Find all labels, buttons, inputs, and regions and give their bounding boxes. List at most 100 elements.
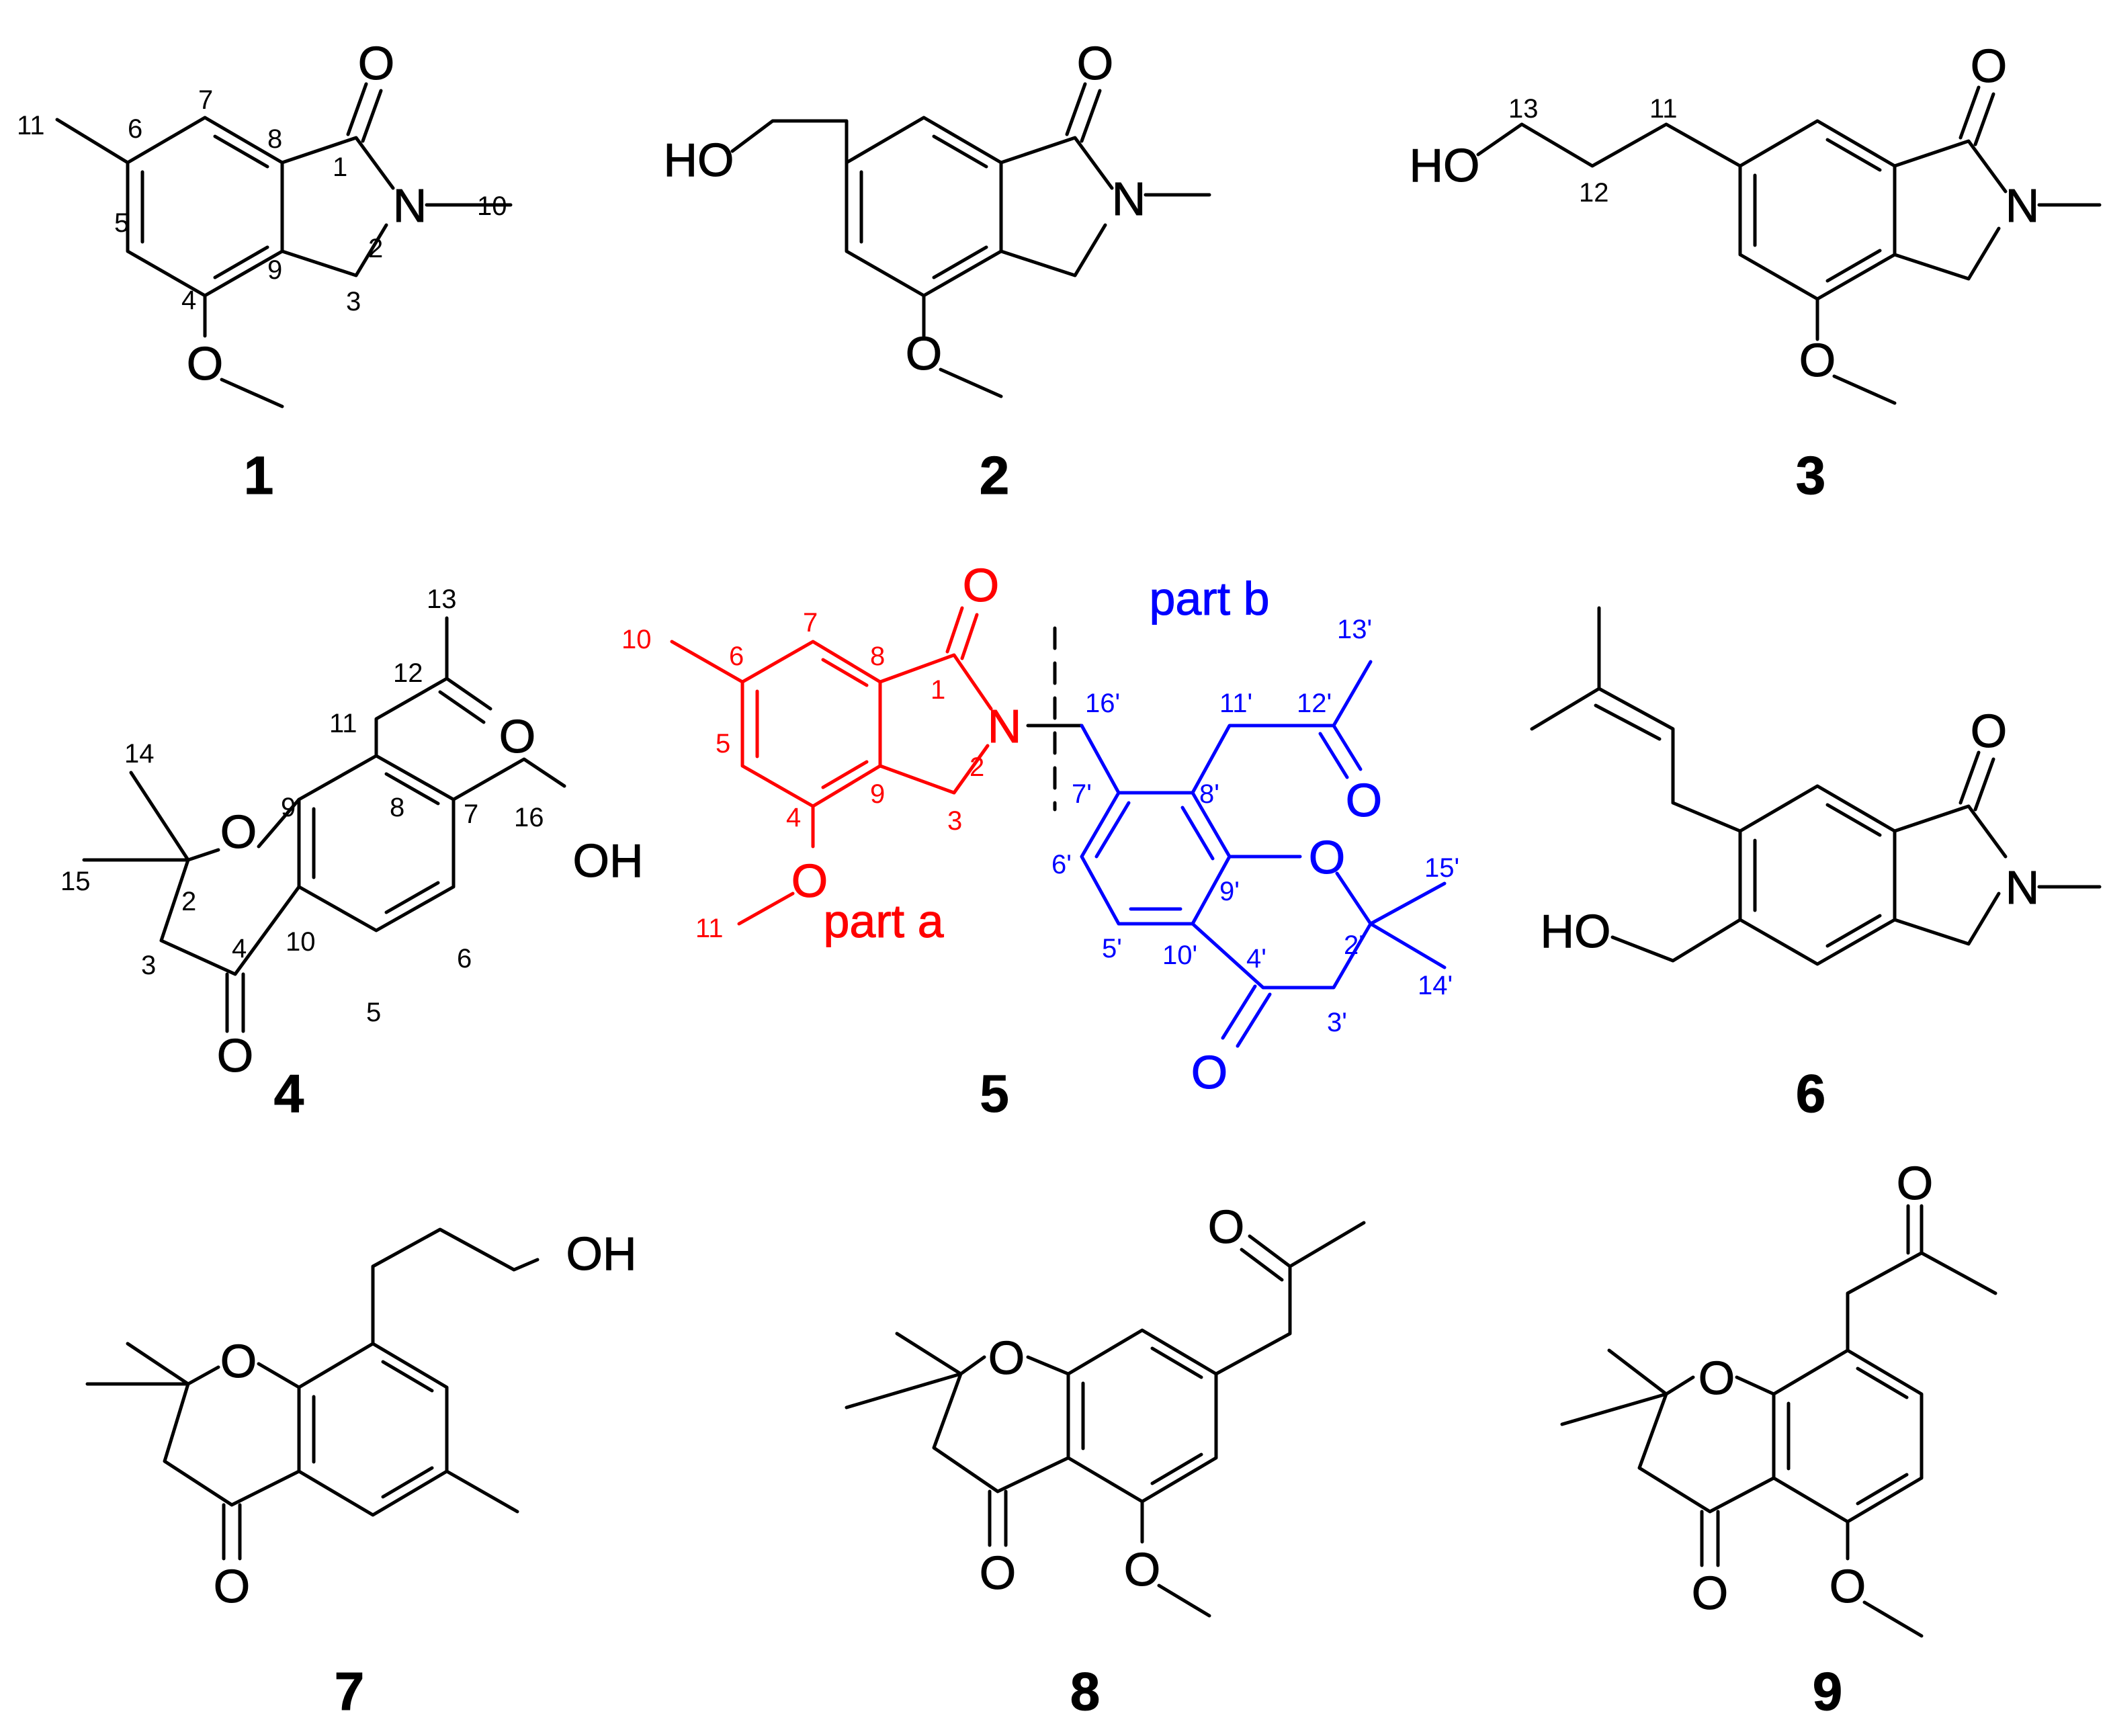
atom-OH: HO — [1541, 905, 1611, 957]
locant: 4 — [181, 286, 196, 315]
atom-O: O — [214, 1560, 250, 1612]
compound-number: 1 — [244, 445, 274, 505]
locant: 4 — [786, 803, 801, 832]
locant: 4' — [1246, 944, 1266, 973]
locant: 8 — [267, 124, 282, 154]
locant: 2 — [368, 234, 383, 263]
locant: 15 — [60, 867, 91, 896]
atom-O: O — [980, 1547, 1016, 1599]
atom-O: O — [187, 337, 223, 390]
locant: 2' — [1344, 930, 1364, 960]
locant: 13 — [1508, 94, 1539, 124]
compound-3: O N O HO 11 12 13 3 — [1409, 40, 2102, 506]
locant: 10 — [477, 191, 507, 221]
locant: 2 — [970, 752, 984, 782]
compound-4: O O O OH 2 3 4 5 6 7 8 9 10 11 12 13 14 … — [60, 584, 644, 1124]
locant: 3 — [141, 951, 156, 980]
compound-1: O N O 1 2 3 4 5 6 7 8 9 10 11 1 — [17, 37, 513, 506]
atom-O: O — [1346, 774, 1382, 826]
locant: 13 — [427, 584, 457, 614]
locant: 9 — [870, 779, 885, 809]
compound-2: O N O HO 2 — [663, 37, 1211, 506]
locant: 7 — [464, 799, 478, 829]
compound-number: 6 — [1796, 1064, 1826, 1123]
locant: 7 — [803, 608, 818, 638]
locant: 12 — [1579, 178, 1609, 208]
locant: 8' — [1199, 779, 1219, 809]
atom-O: O — [217, 1029, 253, 1082]
atom-O: O — [1830, 1560, 1866, 1612]
atom-OH: OH — [573, 834, 644, 887]
locant: 11 — [1649, 94, 1678, 124]
atom-N: N — [1112, 173, 1146, 225]
locant: 5 — [716, 729, 730, 758]
compound-number: 5 — [980, 1064, 1010, 1123]
locant: 7' — [1072, 779, 1092, 809]
locant: 6 — [128, 114, 142, 144]
compound-number: 8 — [1070, 1661, 1101, 1721]
atom-O: O — [1077, 37, 1113, 89]
atom-O: O — [220, 1335, 257, 1387]
atom-N: N — [2006, 179, 2040, 232]
atom-O: O — [499, 710, 535, 763]
locant: 10' — [1162, 941, 1197, 970]
atom-O: O — [906, 327, 942, 380]
compound-number: 4 — [274, 1064, 304, 1123]
atom-OH: OH — [566, 1227, 637, 1280]
compound-8: O O O O 8 — [845, 1201, 1366, 1722]
locant: 6 — [457, 944, 472, 973]
locant: 11 — [17, 111, 45, 140]
compound-7: O O OH 7 — [85, 1227, 637, 1722]
locant: 12' — [1297, 689, 1332, 718]
locant: 13' — [1337, 615, 1372, 644]
part-a-label: part a — [824, 895, 944, 947]
locant: 16 — [514, 803, 544, 832]
locant: 6' — [1051, 850, 1072, 879]
compound-number: 7 — [335, 1661, 365, 1721]
locant: 9' — [1219, 877, 1240, 906]
compound-number: 3 — [1796, 445, 1826, 505]
atom-O: O — [791, 855, 828, 907]
locant: 10 — [621, 625, 652, 654]
locant: 2 — [181, 887, 196, 916]
compound-number: 2 — [980, 445, 1010, 505]
locant: 11 — [695, 914, 724, 943]
locant: 1 — [931, 675, 945, 705]
atom-O: O — [1799, 334, 1836, 386]
locant: 3 — [346, 287, 361, 316]
atom-N: N — [2006, 861, 2040, 914]
locant: 16' — [1085, 689, 1120, 718]
locant: 1 — [333, 153, 347, 182]
locant: 12 — [393, 658, 423, 688]
locant: 11 — [329, 709, 357, 738]
locant: 7 — [198, 85, 213, 115]
compound-6: O N HO 6 — [1530, 606, 2102, 1124]
locant: 6 — [729, 642, 744, 671]
locant: 5 — [114, 208, 129, 238]
atom-O: O — [1692, 1567, 1728, 1619]
atom-O: O — [1208, 1201, 1244, 1253]
atom-O: O — [988, 1332, 1025, 1384]
locant: 9 — [267, 255, 282, 285]
compound-5-part-b: O O O 2' 3' 4' 5' 6' 7' 8' 9' 10' 11' 12… — [1051, 572, 1459, 1099]
atom-O: O — [1309, 831, 1345, 883]
atom-O: O — [1897, 1157, 1933, 1209]
atom-O: O — [1191, 1046, 1228, 1098]
atom-OH: HO — [664, 134, 734, 186]
atom-N: N — [393, 179, 427, 232]
locant: 15' — [1424, 853, 1459, 883]
locant: 9 — [281, 793, 296, 822]
atom-O: O — [1971, 705, 2007, 757]
atom-O: O — [963, 559, 999, 611]
compound-number: 9 — [1813, 1661, 1843, 1721]
locant: 10 — [286, 927, 316, 957]
atom-OH: HO — [1410, 139, 1480, 191]
compound-5-part-a: O N O 1 2 3 4 5 6 7 8 9 10 11 part a — [621, 559, 1022, 948]
locant: 3 — [947, 806, 962, 836]
atom-O: O — [1971, 40, 2007, 92]
compound-5: O N O 1 2 3 4 5 6 7 8 9 10 11 part a — [621, 559, 1459, 1124]
locant: 14' — [1418, 971, 1453, 1000]
locant: 11' — [1219, 689, 1252, 718]
locant: 5' — [1102, 934, 1122, 963]
